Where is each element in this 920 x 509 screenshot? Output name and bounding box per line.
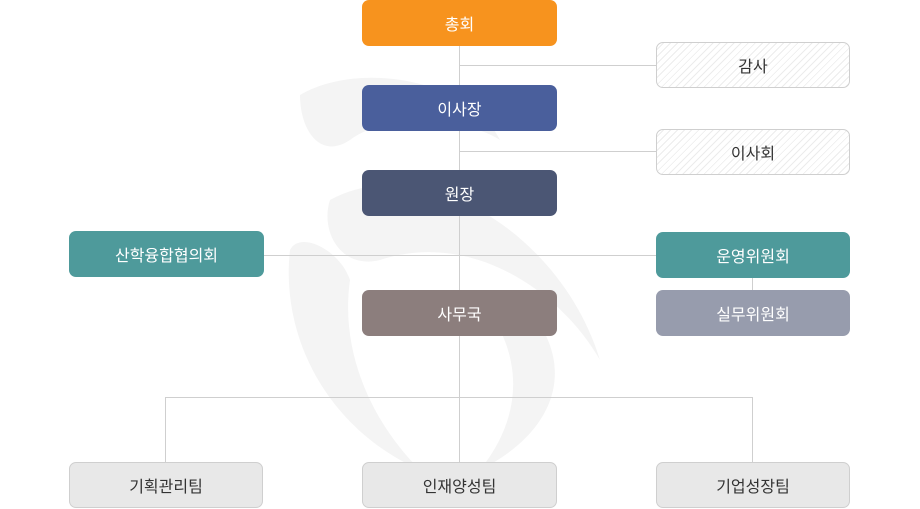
connector-team-left — [165, 397, 166, 463]
auditor-box[interactable]: 감사 — [656, 42, 850, 88]
connector-main-vertical — [459, 46, 460, 398]
general-meeting-box[interactable]: 총회 — [362, 0, 557, 46]
chairman-box[interactable]: 이사장 — [362, 85, 557, 131]
steering-committee-box[interactable]: 운영위원회 — [656, 232, 850, 278]
working-committee-box[interactable]: 실무위원회 — [656, 290, 850, 336]
board-box[interactable]: 이사회 — [656, 129, 850, 175]
connector-auditor — [459, 65, 656, 66]
connector-team-right — [752, 397, 753, 463]
connector-board — [459, 151, 656, 152]
connector-team-center — [459, 397, 460, 463]
team-planning-box[interactable]: 기획관리팀 — [69, 462, 263, 508]
team-talent-box[interactable]: 인재양성팀 — [362, 462, 557, 508]
director-box[interactable]: 원장 — [362, 170, 557, 216]
industry-council-box[interactable]: 산학융합협의회 — [69, 231, 264, 277]
secretariat-box[interactable]: 사무국 — [362, 290, 557, 336]
connector-steering-working — [752, 278, 753, 290]
team-business-growth-box[interactable]: 기업성장팀 — [656, 462, 850, 508]
connector-committees — [263, 255, 656, 256]
